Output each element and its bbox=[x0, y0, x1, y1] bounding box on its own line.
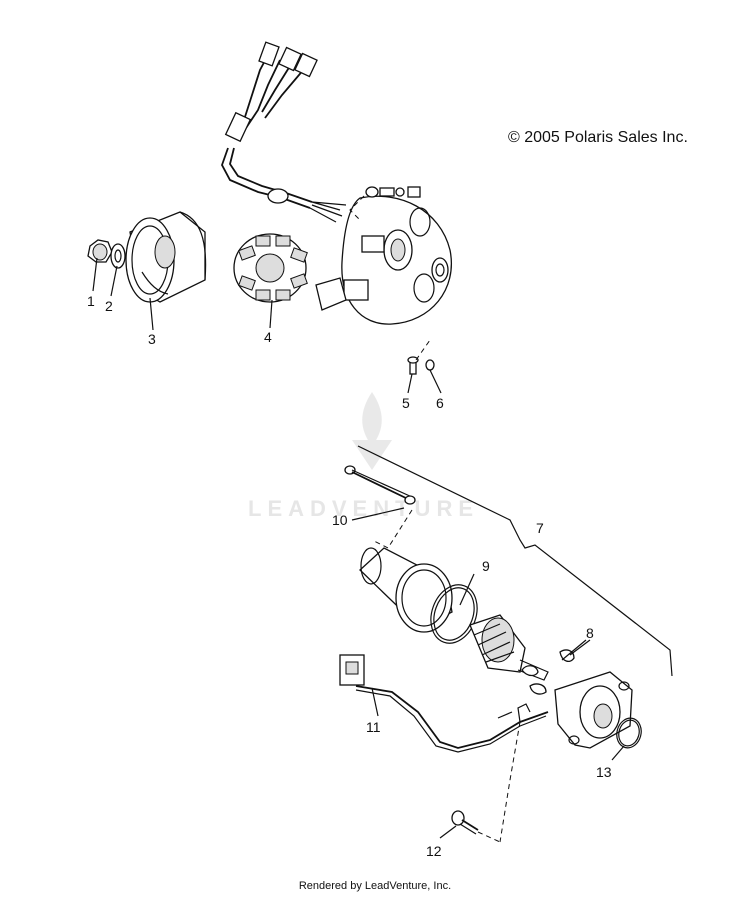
callout-11: 11 bbox=[366, 719, 381, 735]
callout-4: 4 bbox=[264, 329, 272, 345]
footer-credit: Rendered by LeadVenture, Inc. bbox=[298, 880, 452, 892]
part-12-bolt bbox=[451, 810, 501, 843]
callout-8: 8 bbox=[586, 625, 594, 641]
plate-screws bbox=[349, 186, 421, 221]
callout-1: 1 bbox=[87, 293, 95, 309]
part-3-flywheel bbox=[125, 211, 207, 303]
leader-lines bbox=[92, 257, 625, 839]
callout-12: 12 bbox=[426, 843, 442, 859]
watermark-text: LEADVENTURE bbox=[248, 496, 480, 521]
callout-5: 5 bbox=[402, 395, 410, 411]
copyright-notice: © 2005 Polaris Sales Inc. bbox=[508, 129, 688, 146]
callout-3: 3 bbox=[148, 331, 156, 347]
stator-plate bbox=[315, 195, 452, 325]
callout-6: 6 bbox=[436, 395, 444, 411]
callout-10: 10 bbox=[332, 512, 348, 528]
callout-13: 13 bbox=[596, 764, 612, 780]
watermark-logo bbox=[352, 392, 392, 470]
group-7-bracket bbox=[357, 445, 673, 677]
part-4-stator bbox=[233, 233, 308, 303]
part-6-washer bbox=[415, 339, 435, 371]
part-13-o-ring bbox=[616, 717, 642, 749]
stator-wire-harness bbox=[221, 41, 347, 223]
part-10-bolts bbox=[344, 465, 416, 549]
part-1-nut bbox=[87, 239, 113, 263]
part-11-cable bbox=[339, 654, 549, 843]
part-5-screw bbox=[407, 356, 419, 375]
starter-motor-housing bbox=[359, 547, 453, 633]
callout-2: 2 bbox=[105, 298, 113, 314]
callout-7: 7 bbox=[536, 520, 544, 536]
starter-end-cap bbox=[554, 671, 633, 749]
part-2-washer bbox=[110, 243, 126, 269]
callout-9: 9 bbox=[482, 558, 490, 574]
part-9-o-ring bbox=[430, 584, 478, 644]
